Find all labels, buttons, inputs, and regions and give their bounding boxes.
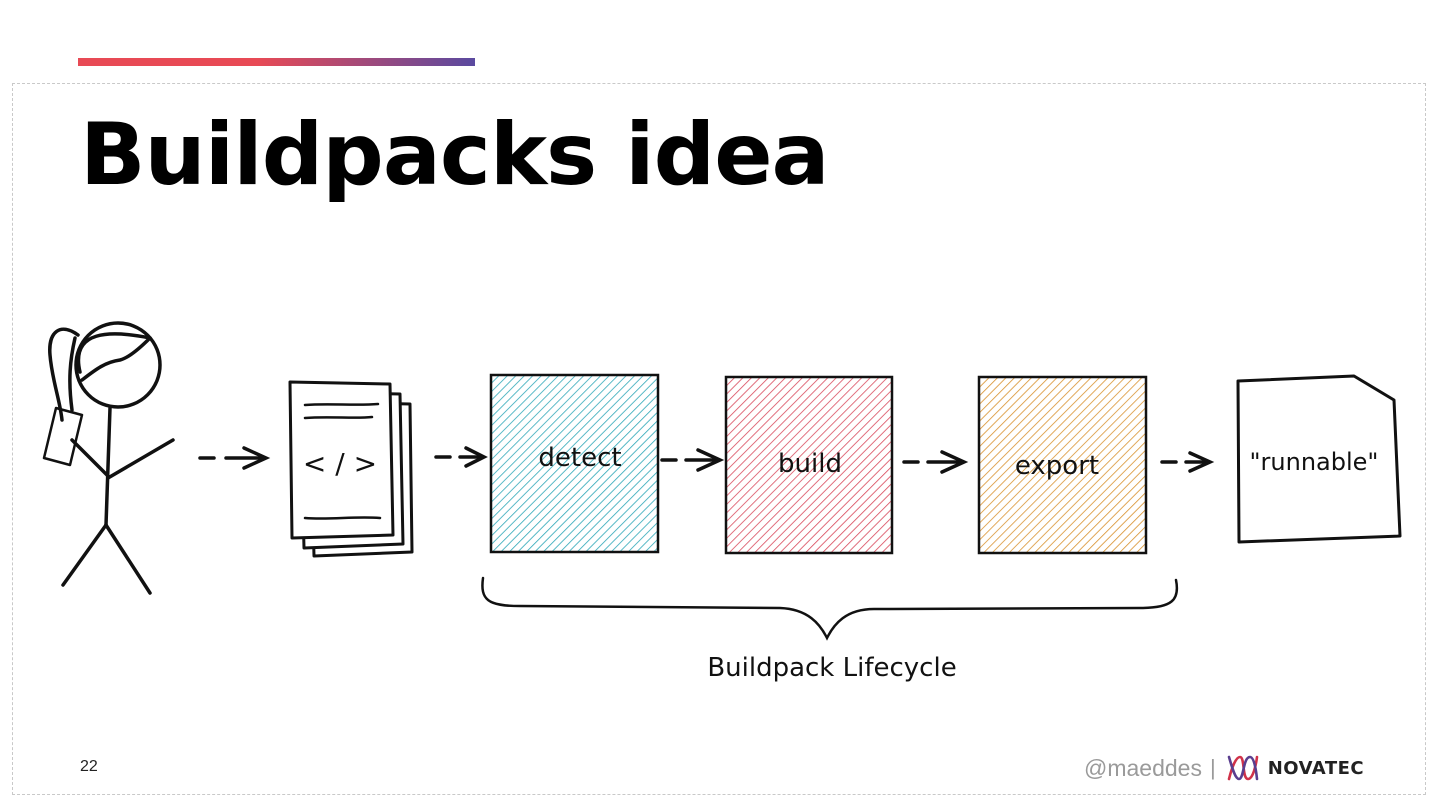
twitter-handle: @maeddes: [1084, 754, 1202, 781]
slide-title: Buildpacks idea: [80, 105, 830, 205]
stage-detect-label: detect: [538, 443, 621, 473]
stage-detect-box: [489, 373, 660, 554]
arrow-4: [902, 450, 969, 474]
stage-build-box: [724, 375, 894, 555]
arrow-3: [660, 448, 725, 472]
stage-export-label: export: [1015, 451, 1099, 481]
brand-name: NOVATEC: [1267, 757, 1365, 779]
lifecycle-label: Buildpack Lifecycle: [707, 653, 956, 683]
content-frame: [12, 83, 1426, 795]
arrow-1: [198, 446, 271, 470]
runnable-artifact: [1236, 374, 1402, 544]
source-code-label: < / >: [303, 447, 377, 480]
stage-build-label: build: [778, 449, 842, 479]
page-number: 22: [80, 758, 98, 775]
novatec-logo-icon: [1227, 755, 1258, 781]
footer-separator: |: [1209, 755, 1216, 780]
footer: @maeddes | NOVATEC: [1084, 752, 1364, 784]
arrow-5: [1160, 451, 1215, 473]
arrow-2: [434, 446, 488, 468]
stage-export-box: [977, 375, 1148, 555]
lifecycle-brace: [481, 576, 1179, 641]
runnable-label: "runnable": [1250, 448, 1379, 476]
developer-figure: [42, 321, 175, 595]
source-code-icon: [288, 380, 414, 558]
accent-bar: [78, 58, 475, 66]
